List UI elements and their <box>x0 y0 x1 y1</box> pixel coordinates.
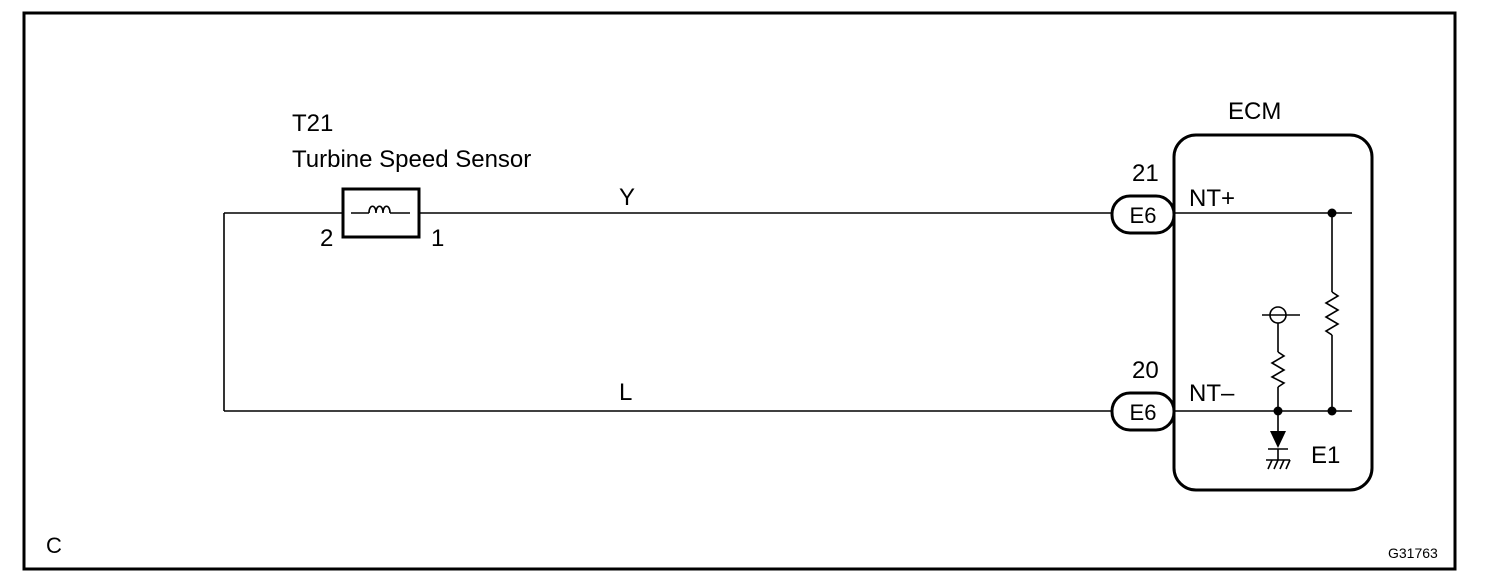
connector-e6-top <box>1110 194 1176 235</box>
junction-dot <box>1327 208 1337 218</box>
wire-color-l: L <box>619 379 632 406</box>
diagram-frame <box>22 11 1457 571</box>
wire-color-y: Y <box>619 184 635 211</box>
ecm-title: ECM <box>1228 98 1281 125</box>
terminal-nt-plus: NT+ <box>1189 185 1235 212</box>
coil-icon <box>351 205 410 214</box>
sensor-name: Turbine Speed Sensor <box>292 146 531 173</box>
diode-icon <box>1270 431 1286 448</box>
corner-letter: C <box>46 533 62 558</box>
sensor-code: T21 <box>292 110 333 137</box>
connector-pin-20: 20 <box>1132 357 1159 384</box>
connector-e6-top-label: E6 <box>1130 203 1157 228</box>
terminal-nt-minus: NT– <box>1189 380 1235 407</box>
connector-pin-21: 21 <box>1132 160 1159 187</box>
ecm-internal-circuit <box>1174 212 1352 470</box>
connector-e6-bottom-label: E6 <box>1130 400 1157 425</box>
ground-label-e1: E1 <box>1311 442 1340 469</box>
ecm-box <box>1172 133 1374 492</box>
sensor-pin-1: 1 <box>431 225 444 252</box>
junction-dot <box>1273 406 1283 416</box>
sensor-pin-2: 2 <box>320 225 333 252</box>
figure-code: G31763 <box>1388 545 1438 561</box>
junction-dot <box>1327 406 1337 416</box>
